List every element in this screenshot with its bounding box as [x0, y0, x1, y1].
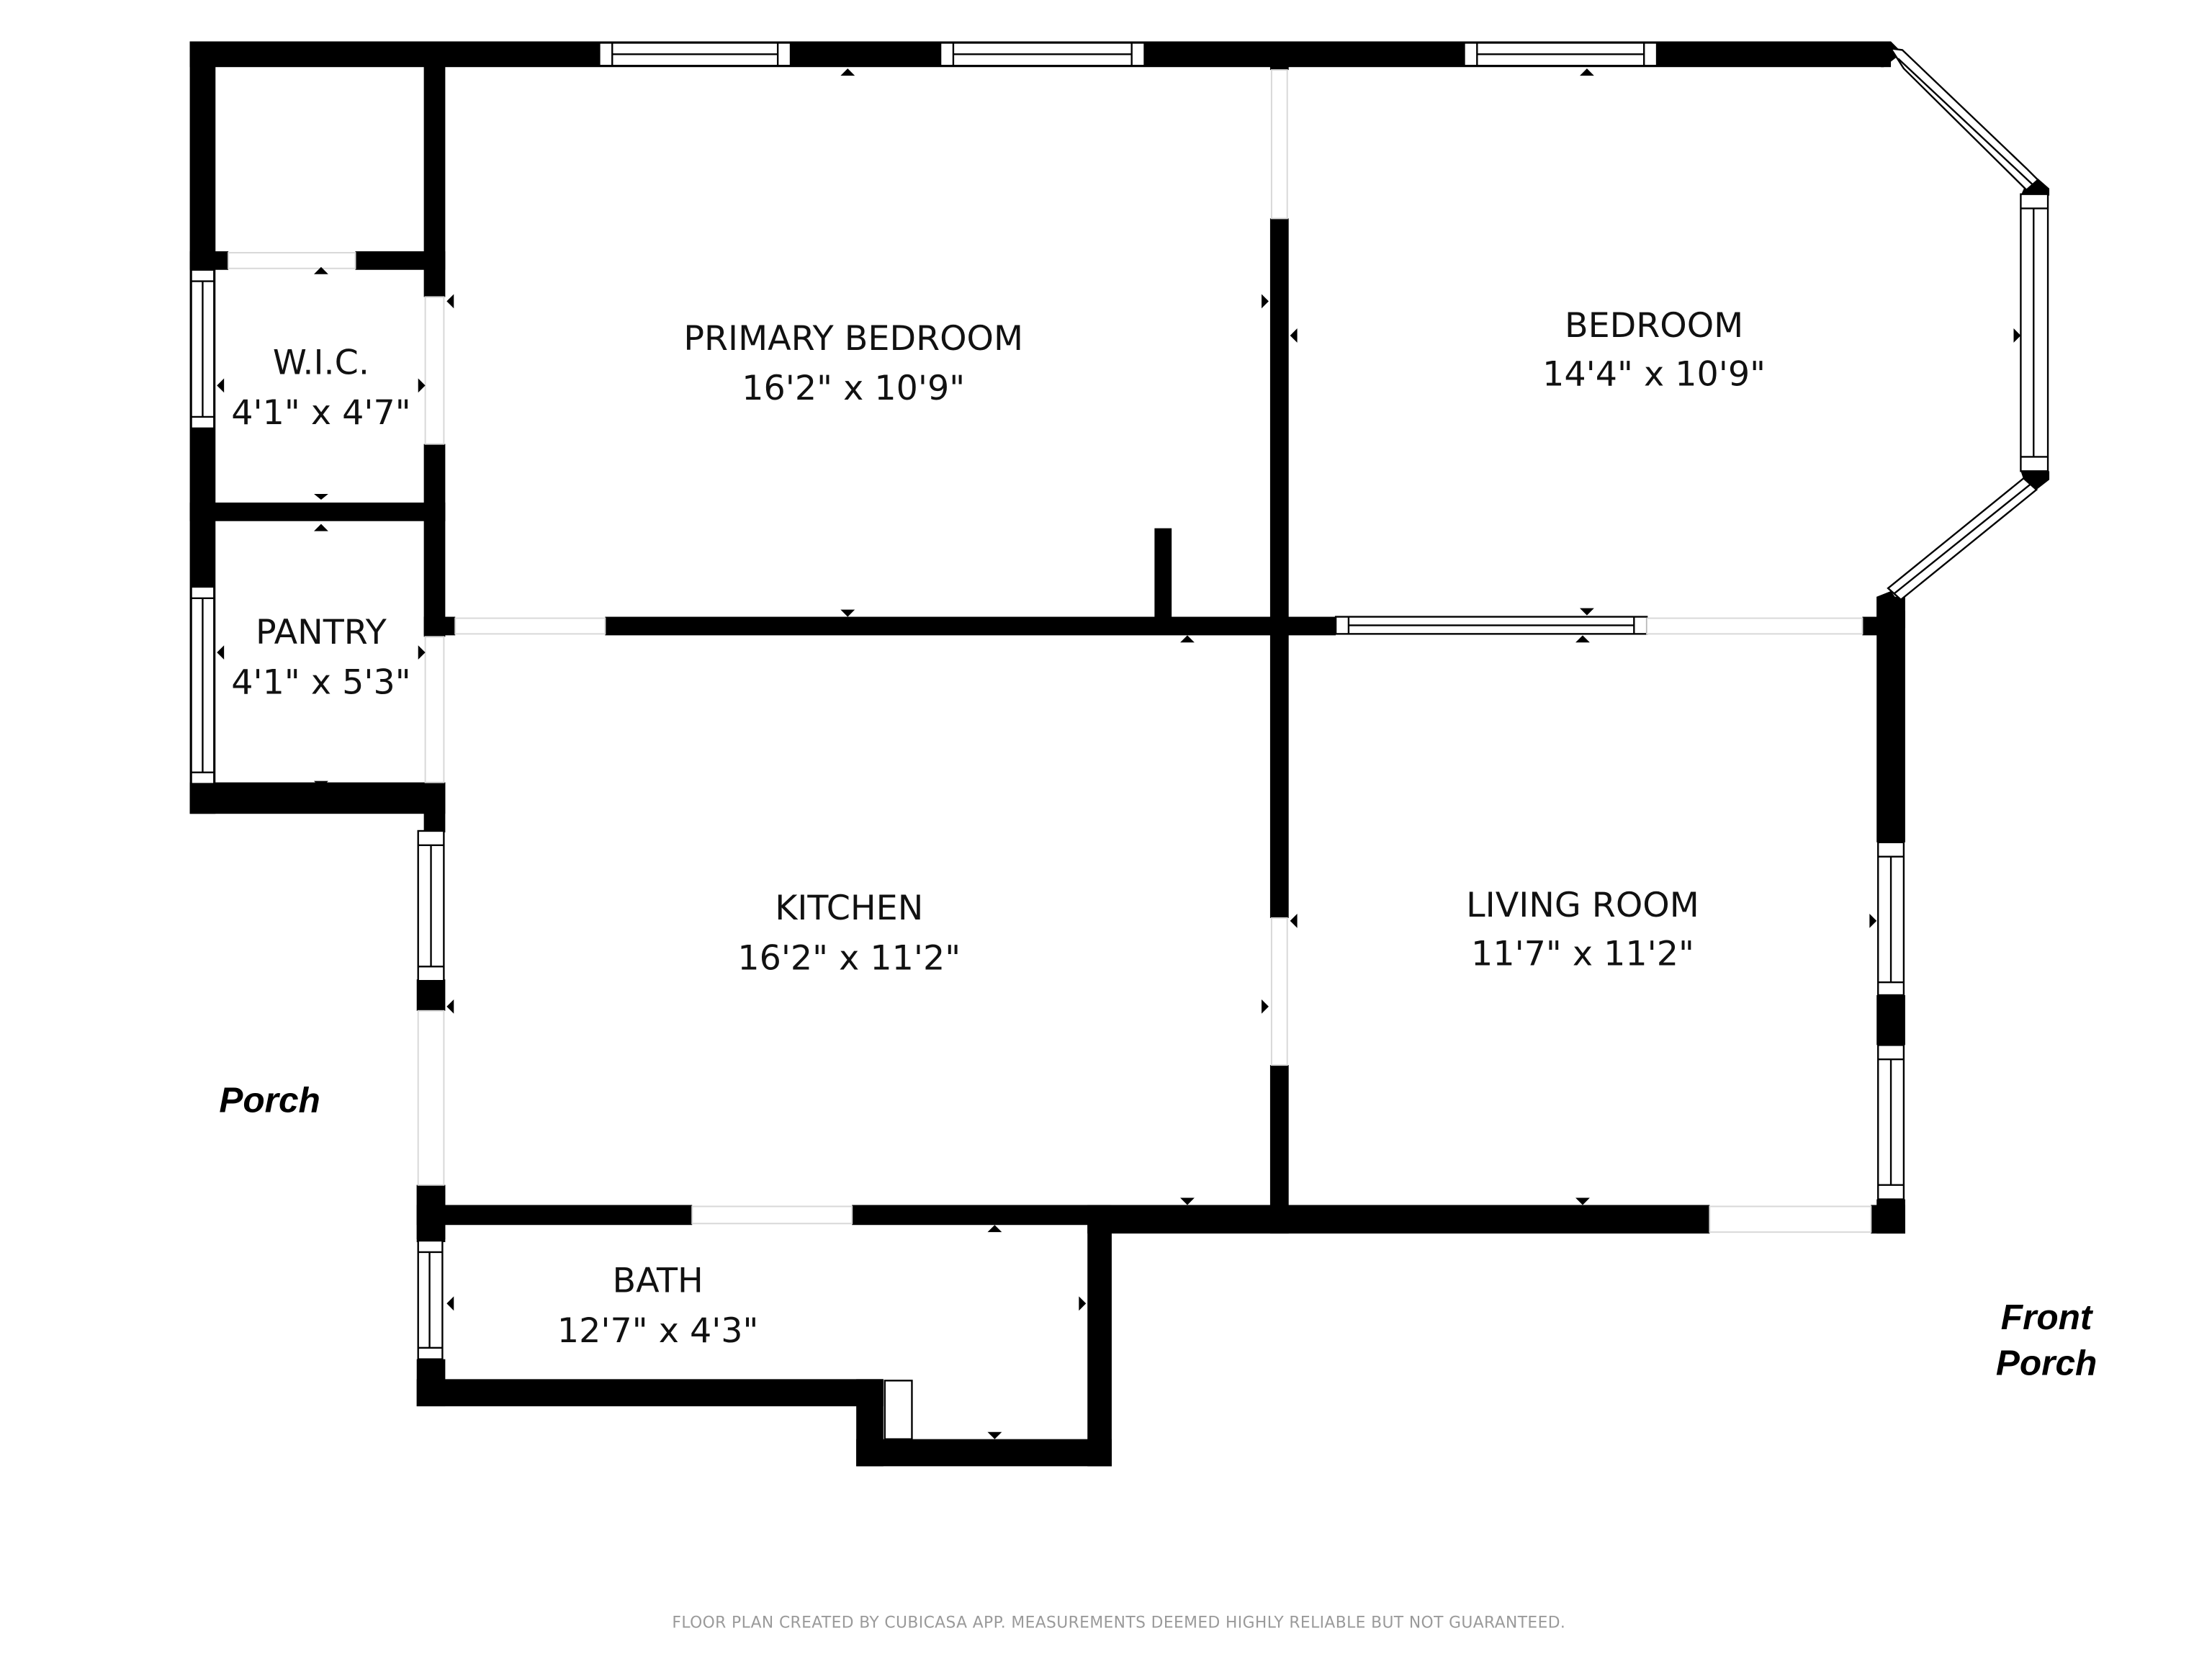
- bay-corner-mid-bottom: [2020, 471, 2050, 490]
- wall-middle-b: [605, 616, 1336, 636]
- room-dimensions: 4'1" x 5'3": [231, 663, 410, 703]
- window-kitchen-left: [417, 830, 445, 982]
- disclaimer-footer: FLOOR PLAN CREATED BY CUBICASA APP. MEAS…: [672, 1614, 1565, 1632]
- window-living-right-1: [1877, 841, 1905, 997]
- room-bath: BATH 12'7" x 4'3": [557, 1261, 759, 1350]
- room-name: BATH: [613, 1261, 703, 1300]
- bay-corner-top: [1881, 41, 1902, 68]
- window-wic: [190, 269, 215, 430]
- door-pantry-kitchen: [424, 636, 445, 783]
- door-wic: [228, 251, 356, 269]
- outside-front-porch: Front Porch: [1996, 1297, 2097, 1382]
- wall-wic-top-right: [355, 251, 446, 270]
- room-kitchen: KITCHEN 16'2" x 11'2": [737, 889, 961, 978]
- walls: [189, 41, 2050, 1467]
- window-bedroom-top: [1463, 42, 1658, 67]
- dimension-arrows: [217, 68, 2021, 1439]
- room-primary-bedroom: PRIMARY BEDROOM 16'2" x 10'9": [683, 319, 1023, 408]
- window-primary-2: [939, 42, 1146, 67]
- window-bay-lower: [1887, 477, 2038, 601]
- room-name: BEDROOM: [1565, 306, 1743, 346]
- room-dimensions: 14'4" x 10'9": [1542, 354, 1766, 394]
- door-kitchen-living: [1270, 917, 1288, 1066]
- wall-bottom-b: [852, 1205, 1110, 1226]
- front-porch-label-line2: Porch: [1996, 1342, 2097, 1382]
- room-dimensions: 16'2" x 11'2": [737, 938, 961, 978]
- room-name: LIVING ROOM: [1466, 886, 1699, 925]
- outside-porch: Porch: [219, 1080, 320, 1120]
- room-bedroom: BEDROOM 14'4" x 10'9": [1542, 306, 1766, 394]
- wall-closet-stub: [1154, 528, 1172, 629]
- wall-pantry-right-lower: [423, 782, 446, 832]
- door-primary-bedroom: [1270, 69, 1288, 220]
- wall-wic-pantry: [189, 502, 446, 521]
- door-wic-primary: [424, 296, 445, 445]
- window-pantry: [190, 585, 215, 785]
- room-dimensions: 11'7" x 11'2": [1471, 934, 1694, 974]
- room-pantry: PANTRY 4'1" x 5'3": [231, 613, 410, 702]
- room-dimensions: 16'2" x 10'9": [742, 369, 965, 408]
- window-living-right-2: [1877, 1044, 1905, 1200]
- door-kitchen-bath: [691, 1205, 853, 1225]
- wall-middle-a: [423, 616, 456, 636]
- wall-wic-right-mid: [423, 444, 446, 637]
- wall-bath-bottom-right: [856, 1439, 1112, 1467]
- room-name: PRIMARY BEDROOM: [683, 319, 1023, 359]
- wall-living-right-a: [1876, 596, 1905, 842]
- wall-bath-bottom-left: [416, 1379, 884, 1407]
- room-name: W.I.C.: [273, 343, 369, 382]
- wall-kitchen-left-a: [416, 979, 446, 1011]
- wall-bath-right: [1087, 1205, 1112, 1467]
- room-dimensions: 4'1" x 4'7": [231, 393, 410, 433]
- wall-pantry-bottom: [189, 782, 446, 814]
- doors: [228, 69, 1872, 1233]
- wall-wic-top-left: [189, 251, 229, 270]
- wall-central-mid: [1269, 218, 1289, 918]
- porch-label: Porch: [219, 1080, 320, 1120]
- room-dimensions: 12'7" x 4'3": [557, 1311, 759, 1351]
- window-bay-upper: [1889, 47, 2039, 192]
- windows: [190, 42, 2049, 1440]
- window-primary-1: [598, 42, 792, 67]
- window-bay-right: [2020, 193, 2049, 472]
- wall-living-right-b: [1876, 995, 1905, 1046]
- room-name: KITCHEN: [775, 889, 923, 928]
- wall-bottom-d: [1871, 1205, 1905, 1234]
- wall-bottom-c: [1087, 1205, 1710, 1234]
- room-living-room: LIVING ROOM 11'7" x 11'2": [1466, 886, 1699, 974]
- room-wic: W.I.C. 4'1" x 4'7": [231, 343, 410, 432]
- door-bedroom-living: [1646, 617, 1863, 635]
- front-porch-label-line1: Front: [2001, 1297, 2094, 1337]
- bath-closet: [884, 1380, 913, 1440]
- door-porch-kitchen: [417, 1010, 445, 1186]
- room-name: PANTRY: [256, 613, 387, 652]
- wall-central-upper: [1269, 41, 1289, 71]
- window-bath-left: [417, 1239, 444, 1360]
- window-middle: [1334, 616, 1648, 635]
- wall-bottom-a: [416, 1205, 693, 1226]
- door-primary-kitchen: [454, 617, 606, 635]
- door-front-porch: [1709, 1205, 1872, 1233]
- wall-living-corner: [1876, 590, 1905, 629]
